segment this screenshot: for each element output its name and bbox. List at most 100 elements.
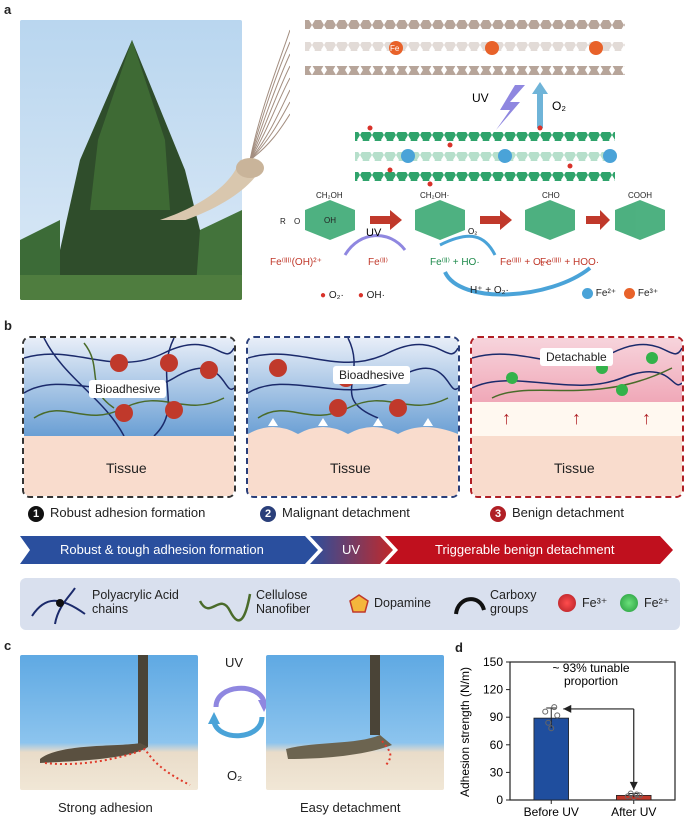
- legend-carboxy: Carboxy groups: [490, 588, 537, 616]
- tree-illustration: [20, 20, 242, 300]
- cycle-uv-label: UV: [225, 655, 244, 670]
- panel-label-a: a: [4, 2, 12, 17]
- detach-arrow-icon: ↑: [502, 408, 511, 428]
- carboxy-icon: [454, 597, 486, 615]
- cellulose-chains: Fe UV O₂: [305, 20, 625, 187]
- bioadhesive-label-2: Bioadhesive: [333, 366, 411, 384]
- legend-fe2: Fe²⁺: [644, 596, 670, 610]
- reaction-fe3-oh: Fe⁽ᴵᴵᴵ⁾(OH)²⁺: [270, 257, 322, 268]
- materials-legend: Polyacrylic Acid chains Cellulose Nanofi…: [20, 578, 680, 630]
- fe3-ion: [389, 41, 403, 55]
- network-1: [24, 338, 234, 436]
- uv-label: UV: [472, 91, 489, 105]
- glucose-ring-3: [525, 200, 575, 240]
- legend-cnf: Cellulose Nanofiber: [256, 588, 311, 616]
- data-point: [627, 790, 634, 797]
- data-point: [545, 719, 552, 726]
- y-tick-label: 150: [483, 655, 503, 669]
- chem-ch2oh-radical: CH₂OH·: [420, 191, 449, 200]
- chem-ch2oh: CH₂OH: [316, 191, 343, 200]
- glucose-ring-4: [615, 200, 665, 240]
- ion-legend-a: ● O₂· ● OH·: [320, 290, 385, 301]
- fe2-ion-icon: [620, 594, 638, 612]
- data-point: [633, 791, 640, 798]
- y-tick-label: 90: [490, 710, 504, 724]
- robust-adhesion-box: Bioadhesive Tissue: [22, 336, 236, 498]
- hydroxyl-legend: ● OH·: [357, 290, 385, 301]
- tissue-label-2: Tissue: [330, 460, 371, 476]
- legend-fe3: Fe³⁺: [582, 596, 608, 610]
- chem-cho: CHO: [542, 191, 560, 200]
- data-point: [636, 792, 643, 799]
- chem-oh: OH: [324, 216, 336, 225]
- cellulose-icon: [198, 593, 252, 622]
- fe3-ion-icon: [558, 594, 576, 612]
- bioadhesive-label-1: Bioadhesive: [89, 380, 167, 398]
- oxidation-scheme: CH₂OH CH₂OH· CHO COOH OH O R UV O₂: [280, 191, 665, 297]
- process-banner: [20, 536, 673, 564]
- uv-small-label: UV: [366, 227, 382, 239]
- strong-adhesion-photo: [20, 655, 198, 790]
- detach-arrow-icon: ↑: [642, 408, 651, 428]
- glucose-ring-2: [415, 200, 465, 240]
- reaction-h-o2: H⁺ + O₂·: [470, 285, 509, 296]
- detachable-label: Detachable: [540, 348, 613, 366]
- polyacrylic-icon: [31, 587, 86, 625]
- y-tick-label: 120: [483, 683, 503, 697]
- legend-paa: Polyacrylic Acid chains: [92, 588, 179, 616]
- chem-cooh: COOH: [628, 191, 652, 200]
- panel-label-c: c: [4, 638, 12, 653]
- easy-detachment-drawing: [286, 655, 392, 766]
- data-point: [542, 708, 549, 715]
- panel-label-b: b: [4, 318, 12, 333]
- plot-frame: [509, 661, 676, 801]
- banner-middle: UV: [342, 542, 361, 557]
- reaction-fe2-ho: Fe⁽ᴵᴵ⁾ + HO·: [430, 257, 480, 268]
- uv-lightning-icon: [496, 85, 525, 130]
- fe-label: Fe: [390, 44, 400, 53]
- data-point: [554, 712, 561, 719]
- tissue-label-3: Tissue: [554, 460, 595, 476]
- arrow-head: [563, 704, 572, 713]
- glucose-ring-1: [305, 200, 355, 240]
- data-point: [551, 704, 558, 711]
- x-tick-label: After UV: [611, 805, 656, 819]
- superoxide-legend: ● O₂·: [320, 290, 344, 301]
- fe2-legend: Fe²⁺: [582, 288, 616, 299]
- uv-o2-cycle-icon: [208, 685, 270, 739]
- tissue-label-1: Tissue: [106, 460, 147, 476]
- fiber-bundle: [160, 29, 290, 220]
- reaction-fe3-hoo: Fe⁽ᴵᴵᴵ⁾ + HOO·: [540, 257, 600, 268]
- y-tick-label: 30: [490, 765, 504, 779]
- legend-dopamine: Dopamine: [374, 596, 431, 610]
- arrow-head: [629, 781, 638, 790]
- caption-easy-detachment: Easy detachment: [300, 800, 401, 815]
- y-axis-label: Adhesion strength (N/m): [458, 667, 472, 797]
- x-tick-label: Before UV: [524, 805, 579, 819]
- malignant-detachment-box: Bioadhesive Tissue: [246, 336, 460, 498]
- banner-left: Robust & tough adhesion formation: [60, 542, 264, 557]
- fe-legend-a: Fe²⁺ Fe³⁺: [582, 288, 658, 299]
- bar-0: [533, 717, 569, 801]
- reaction-fe2: Fe⁽ᴵᴵ⁾: [368, 257, 388, 268]
- strong-adhesion-drawing: [40, 655, 191, 786]
- reaction-fe3-o2: Fe⁽ᴵᴵᴵ⁾ + O₂·: [500, 257, 548, 268]
- network-3: [472, 343, 682, 399]
- fe3-legend: Fe³⁺: [624, 288, 658, 299]
- easy-detachment-photo: [266, 655, 444, 790]
- o2-small-label: O₂: [468, 227, 477, 236]
- detach-arrow-icon: ↑: [572, 408, 581, 428]
- y-tick-label: 60: [490, 738, 504, 752]
- tree-photo: [20, 20, 242, 300]
- benign-detachment-box: Detachable ↑ ↑ ↑ Tissue: [470, 336, 684, 498]
- y-tick-label: 0: [496, 793, 503, 807]
- caption-strong-adhesion: Strong adhesion: [58, 800, 153, 815]
- dopamine-icon: [349, 594, 369, 613]
- chem-r: R: [280, 217, 286, 226]
- panel-label-d: d: [455, 640, 463, 655]
